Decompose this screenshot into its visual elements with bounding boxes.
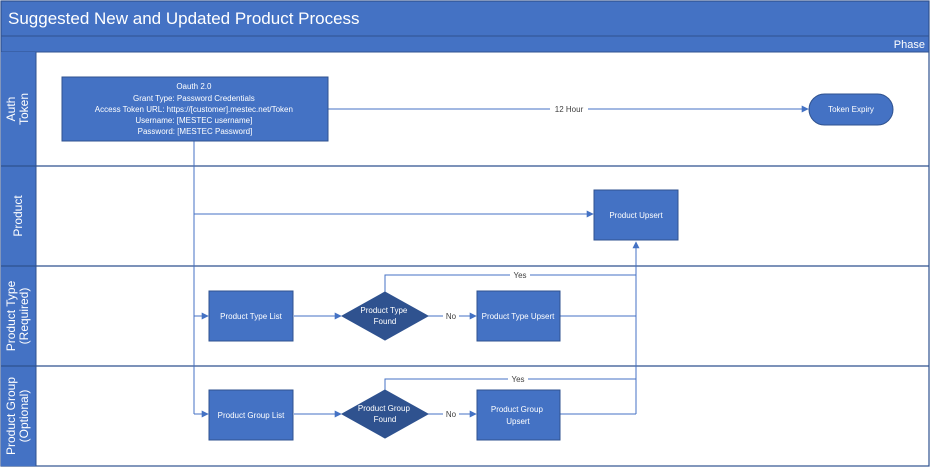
type-no-label-bg [443, 311, 459, 321]
svg-text:Product Group(Optional): Product Group(Optional) [4, 377, 31, 455]
svg-text:Product Type(Required): Product Type(Required) [4, 280, 31, 351]
connector-label-type-yes: Yes [513, 271, 526, 280]
type-yes-label-bg [510, 270, 530, 280]
connector-group-found-yes [384, 378, 636, 390]
diagram-title: Suggested New and Updated Product Proces… [8, 9, 360, 28]
title-bar [0, 0, 930, 37]
svg-text:Product Group Found: Product Group Found [358, 404, 412, 424]
phase-label: Phase [894, 39, 925, 51]
product-type-list-box[interactable]: Product Type List [208, 290, 294, 342]
connectors [193, 105, 809, 418]
group-yes-label-bg [508, 374, 528, 384]
hour-label-bg [550, 103, 588, 115]
product-group-upsert-box[interactable]: Product Group Upsert [476, 389, 561, 441]
product-group-list-box[interactable]: Product Group List [208, 389, 294, 441]
lane-label-product-type: Product Type(Required) [4, 280, 31, 351]
product-type-found-decision[interactable]: Product Type Found [340, 291, 430, 341]
svg-text:Product Group List: Product Group List [218, 411, 285, 420]
svg-text:Product Upsert: Product Upsert [609, 211, 663, 220]
svg-text:Oauth 2.0 Grant Type: Pa: Oauth 2.0 Grant Type: Password Credentia… [95, 82, 295, 136]
lane-label-product-group: Product Group(Optional) [4, 377, 31, 455]
svg-text:Product Group Upsert: Product Group Upsert [491, 405, 545, 426]
product-type-upsert-box[interactable]: Product Type Upsert [476, 290, 561, 342]
phase-bar [0, 35, 930, 53]
product-group-found-decision[interactable]: Product Group Found [340, 389, 430, 439]
token-expiry-terminator[interactable]: Token Expiry [808, 93, 894, 126]
svg-text:AuthToken: AuthToken [4, 93, 31, 125]
connector-label-hour: 12 Hour [555, 105, 584, 114]
lane-label-auth-token: AuthToken [4, 93, 31, 125]
connector-type-found-yes [384, 274, 636, 292]
oauth-process-box[interactable]: Oauth 2.0 Grant Type: Password Credentia… [61, 76, 329, 142]
svg-text:Product Type Upsert: Product Type Upsert [482, 312, 556, 321]
lane-label-product: Product [11, 195, 25, 237]
connector-label-type-no: No [446, 312, 457, 321]
product-upsert-box[interactable]: Product Upsert [593, 189, 679, 241]
svg-text:Product: Product [11, 195, 25, 237]
svg-text:Token Expiry: Token Expiry [828, 105, 874, 114]
svg-text:Product Type List: Product Type List [220, 312, 282, 321]
svg-text:Product Type Found: Product Type Found [360, 306, 409, 326]
group-no-label-bg [443, 409, 459, 419]
lane-header-column [1, 52, 36, 466]
connector-label-group-yes: Yes [511, 375, 524, 384]
connector-label-group-no: No [446, 410, 457, 419]
